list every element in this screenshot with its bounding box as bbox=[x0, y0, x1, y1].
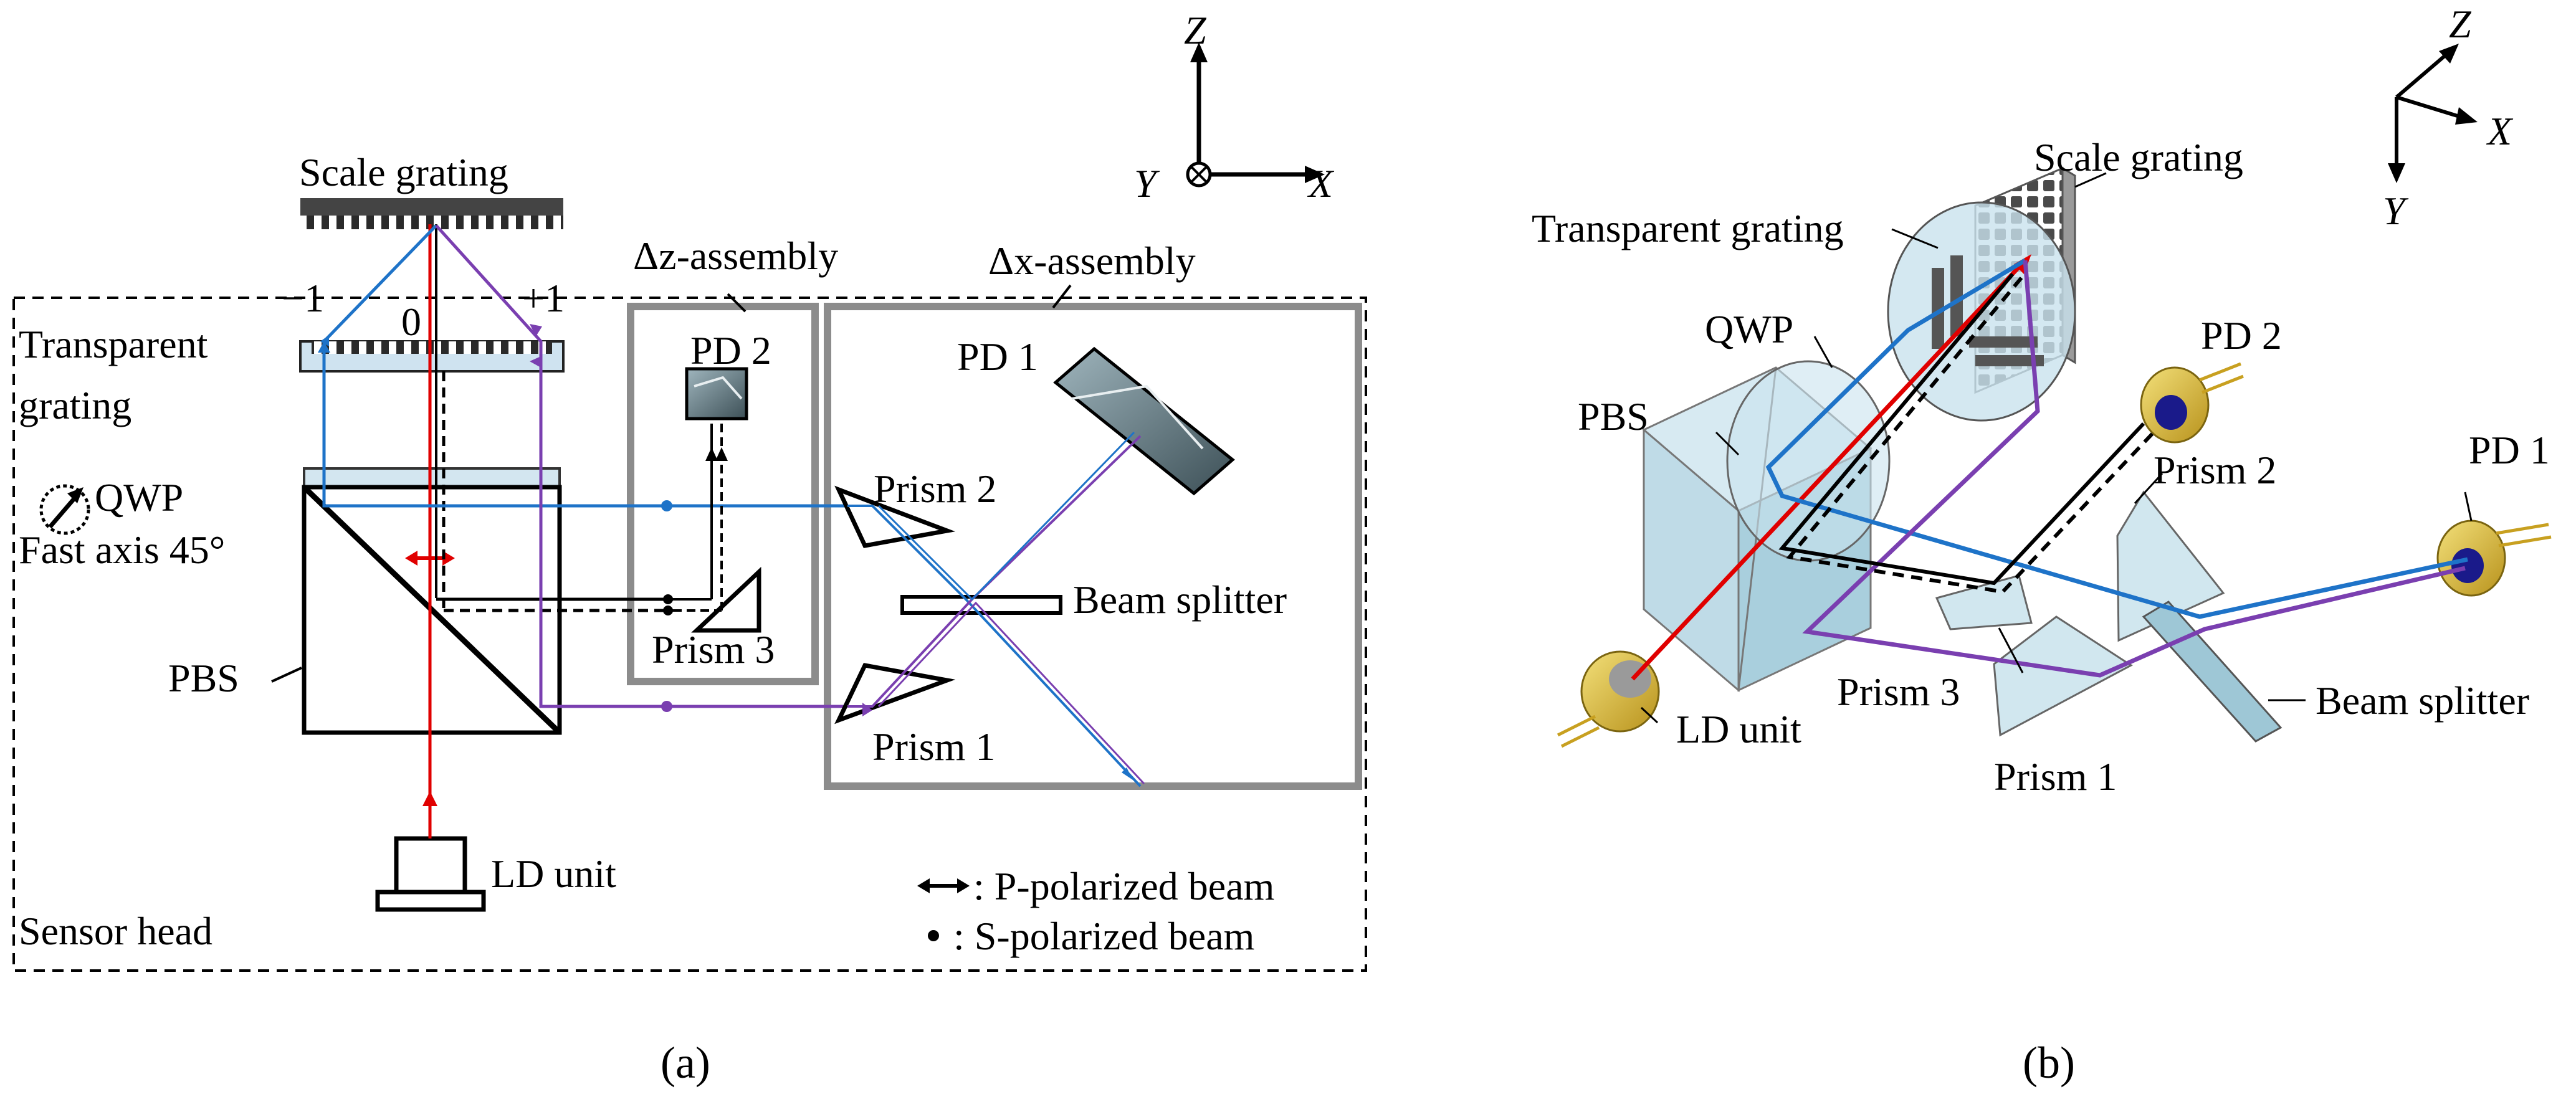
label-prism3-b: Prism 3 bbox=[1837, 670, 1960, 714]
s-dot-1 bbox=[663, 594, 673, 604]
label-prism3-a: Prism 3 bbox=[652, 627, 775, 672]
caption-a: (a) bbox=[661, 1038, 710, 1088]
pd-2-a bbox=[685, 367, 748, 420]
purple-beam-a bbox=[435, 224, 847, 708]
panel-a: Scale grating −1 0 +1 Transparent gratin… bbox=[12, 8, 1367, 1088]
label-transparent-a1: Transparent bbox=[19, 322, 208, 366]
qwp-b bbox=[1726, 360, 1891, 562]
dx-assembly-box bbox=[824, 303, 1362, 790]
blue-beam-b bbox=[1765, 258, 2468, 619]
label-transparent-a2: grating bbox=[19, 383, 131, 427]
axis-x-a: X bbox=[1307, 161, 1335, 206]
label-prism1-a: Prism 1 bbox=[872, 724, 995, 769]
transparent-grating-a bbox=[299, 340, 565, 373]
label-prism1-b: Prism 1 bbox=[1994, 754, 2117, 799]
panel-b: Scale grating Transparent grating QWP PB… bbox=[1532, 2, 2552, 1088]
label-pbs-a: PBS bbox=[168, 656, 239, 700]
black-beam-b bbox=[1778, 273, 2145, 586]
label-pd2-b: PD 2 bbox=[2201, 313, 2282, 358]
prism-1-b bbox=[1993, 615, 2133, 737]
laser-arrow bbox=[422, 791, 437, 806]
p-polarized-legend-icon bbox=[917, 878, 970, 893]
label-p-legend: : P-polarized beam bbox=[973, 864, 1274, 908]
scale-grating-a bbox=[300, 198, 563, 229]
prism-1-a bbox=[834, 663, 956, 724]
caption-b: (b) bbox=[2023, 1038, 2075, 1088]
label-s-legend: : S-polarized beam bbox=[953, 914, 1254, 958]
axis-x-b: X bbox=[2486, 109, 2514, 153]
axes-a bbox=[1186, 42, 1325, 188]
qwp-plate-a bbox=[303, 467, 561, 488]
label-scale-grating-a: Scale grating bbox=[299, 150, 508, 194]
label-pd2-a: PD 2 bbox=[690, 328, 771, 373]
axis-z-b: Z bbox=[2449, 2, 2472, 46]
label-transparent-grating-b: Transparent grating bbox=[1532, 206, 1844, 250]
label-scale-grating-b: Scale grating bbox=[2034, 135, 2243, 179]
pd-1-a bbox=[1053, 346, 1235, 496]
label-pbs-b: PBS bbox=[1578, 394, 1649, 439]
axis-y-b: Y bbox=[2383, 189, 2409, 233]
axes-b bbox=[2388, 44, 2478, 183]
black-dashed-beam-b bbox=[1786, 277, 2158, 594]
label-fast-axis: Fast axis 45° bbox=[19, 528, 225, 572]
pd-1-b bbox=[2436, 520, 2552, 597]
beam-splitter-b bbox=[2142, 601, 2283, 743]
prism-3-shape bbox=[691, 566, 761, 633]
fast-axis-icon bbox=[39, 484, 90, 535]
label-ld-unit-a: LD unit bbox=[491, 852, 616, 896]
purple-beam-b bbox=[1802, 260, 2466, 678]
label-minus1: −1 bbox=[282, 276, 324, 320]
blue-beam-a bbox=[322, 224, 847, 508]
label-dx-assembly: Δx-assembly bbox=[988, 239, 1196, 283]
label-plus1: +1 bbox=[522, 276, 565, 320]
pd-2-b bbox=[2140, 362, 2244, 444]
s-dot-2 bbox=[663, 606, 673, 615]
label-zero: 0 bbox=[401, 300, 421, 344]
purple-dot bbox=[661, 701, 672, 712]
prism-2-b bbox=[2116, 490, 2225, 642]
blue-dot bbox=[661, 500, 672, 511]
label-ld-unit-b: LD unit bbox=[1676, 707, 1801, 751]
label-beam-splitter-b: Beam splitter bbox=[2316, 678, 2529, 723]
label-dz-assembly: Δz-assembly bbox=[633, 234, 838, 278]
sensor-head-box bbox=[12, 297, 1367, 972]
ld-unit-a bbox=[375, 836, 486, 912]
label-beam-splitter-a: Beam splitter bbox=[1073, 577, 1287, 622]
laser-beam-b bbox=[1631, 259, 2027, 681]
dz-assembly-box bbox=[627, 303, 819, 685]
label-prism2-b: Prism 2 bbox=[2154, 448, 2276, 492]
blue-beam-a2 bbox=[847, 505, 1142, 787]
s-polarized-legend-icon bbox=[928, 930, 939, 941]
label-pd1-b: PD 1 bbox=[2469, 428, 2550, 472]
label-qwp-b: QWP bbox=[1705, 307, 1793, 351]
beam-splitter-a bbox=[900, 595, 1062, 615]
axis-y-a: Y bbox=[1134, 161, 1160, 206]
pbs-cube-a bbox=[302, 485, 562, 735]
purple-beam-a2 bbox=[847, 435, 1142, 708]
axis-z-a: Z bbox=[1184, 8, 1207, 52]
label-prism2-a: Prism 2 bbox=[874, 467, 996, 511]
label-pd1-a: PD 1 bbox=[957, 335, 1038, 379]
label-qwp-a: QWP bbox=[95, 475, 183, 520]
label-sensor-head: Sensor head bbox=[19, 909, 212, 953]
